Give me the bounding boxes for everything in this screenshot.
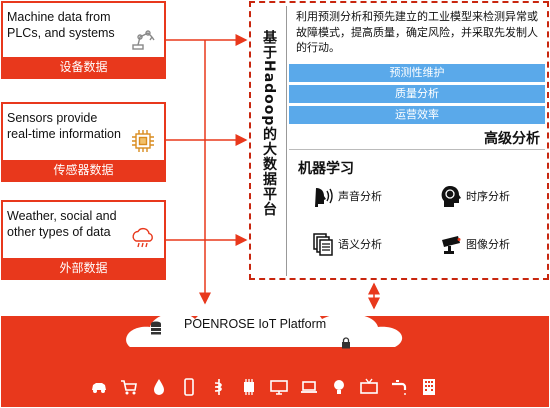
source-sensor: Sensors provide real-time information 传感… — [1, 102, 166, 182]
sound-icon — [315, 188, 333, 207]
machine-learning-title: 机器学习 — [298, 161, 354, 177]
bar-predictive-maintenance: 预测性维护 — [289, 64, 545, 82]
source-external: Weather, social and other types of data … — [1, 200, 166, 280]
divider — [286, 6, 287, 276]
documents-icon — [313, 233, 333, 256]
pc-icon — [270, 378, 288, 396]
database-icon — [150, 320, 162, 335]
brain-head-icon — [441, 186, 461, 207]
camera-icon — [442, 236, 461, 254]
source-text: Machine data from PLCs, and systems — [7, 10, 115, 40]
advanced-analytics-title: 高级分析 — [484, 131, 540, 147]
platform-vertical-title: 基于Hadoop的大数据平台 — [261, 30, 277, 217]
faucet-icon — [390, 378, 408, 396]
source-label: 外部数据 — [3, 258, 164, 278]
weather-icon — [130, 224, 156, 250]
source-label: 传感器数据 — [3, 160, 164, 180]
advanced-analytics-bars: 预测性维护 质量分析 运营效率 — [289, 64, 545, 126]
bar-operational-efficiency: 运营效率 — [289, 106, 545, 124]
phone-icon — [180, 378, 198, 396]
source-text: Weather, social and other types of data — [7, 209, 117, 239]
lock-icon — [341, 334, 351, 349]
big-data-platform-box — [249, 1, 549, 280]
building-icon — [420, 378, 438, 396]
device-icons-row — [90, 378, 550, 400]
source-device: Machine data from PLCs, and systems 设备数据 — [1, 1, 166, 79]
robot-arm-icon — [130, 25, 156, 51]
drop-icon — [150, 378, 168, 396]
source-text: Sensors provide real-time information — [7, 111, 121, 141]
laptop-icon — [300, 378, 318, 396]
tv-icon — [360, 378, 378, 396]
car-icon — [90, 378, 108, 396]
bulb-icon — [330, 378, 348, 396]
platform-description: 利用预测分析和预先建立的工业模型来检测异常或故障模式，提高质量，确定风险，并采取… — [296, 10, 538, 54]
machine-learning-section — [289, 149, 545, 275]
source-label: 设备数据 — [3, 57, 164, 77]
iot-platform-label: POENROSE IoT Platform — [184, 317, 327, 331]
medical-icon — [210, 378, 228, 396]
cart-icon — [120, 378, 138, 396]
chip-icon — [130, 128, 156, 154]
chip-icon — [240, 378, 258, 396]
bar-quality-analysis: 质量分析 — [289, 85, 545, 103]
cloud-shape — [126, 304, 403, 347]
